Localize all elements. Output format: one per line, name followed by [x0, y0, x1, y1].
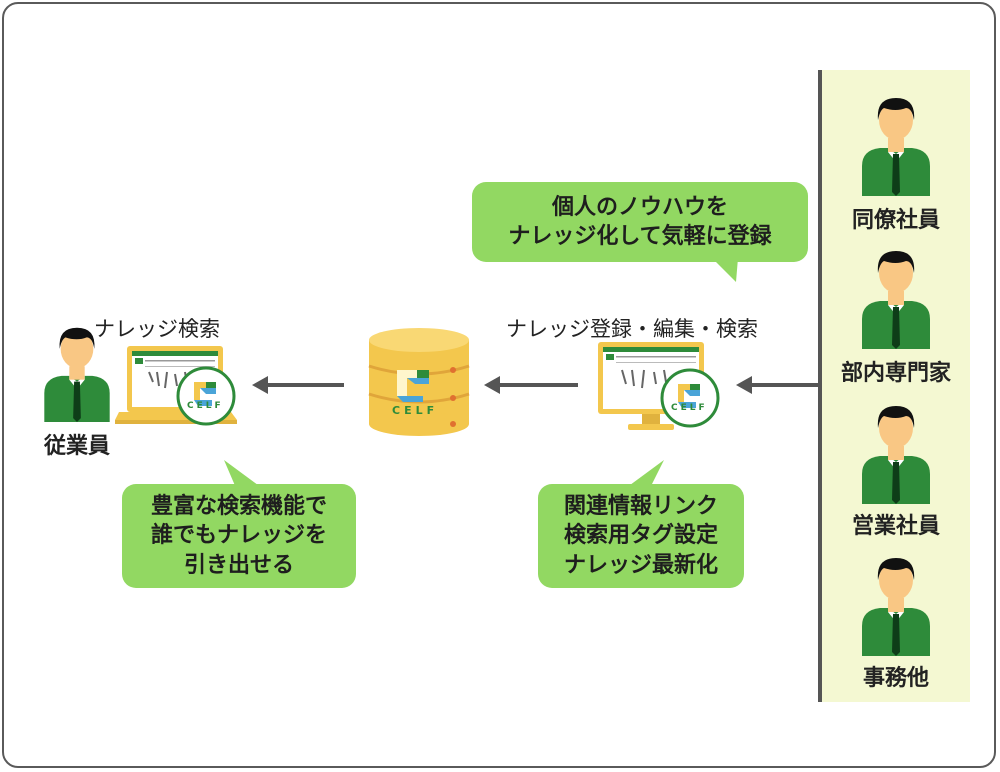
bubble-search-features: 豊富な検索機能で 誰でもナレッジを 引き出せる: [122, 484, 356, 588]
celf-logo-text-laptop: CELF: [187, 401, 224, 411]
arrow-monitor-to-db: [484, 376, 578, 394]
bubble-knowledge-management: 関連情報リンク 検索用タグ設定 ナレッジ最新化: [538, 484, 744, 588]
celf-logo-text-db: CELF: [392, 404, 439, 417]
arrow-staff-to-monitor: [736, 376, 818, 394]
staff-panel-divider: [818, 70, 822, 702]
bubble-left-line: 豊富な検索機能で: [150, 494, 327, 520]
bubble-top-line: ナレッジ化して気軽に登録: [508, 224, 772, 249]
staff-label-coworker: 同僚社員: [851, 208, 940, 233]
bubble-top-tail: [712, 258, 738, 282]
bubble-right-tail: [626, 460, 664, 488]
bubble-right-line: 検索用タグ設定: [563, 523, 718, 549]
person-icon-coworker: [862, 98, 930, 196]
bubble-left-line: 誰でもナレッジを: [150, 523, 327, 549]
employee-label: 従業員: [43, 434, 110, 459]
person-icon-employee: [44, 327, 110, 422]
person-icon-office: [862, 558, 930, 656]
bubble-right-line: 関連情報リンク: [563, 494, 718, 520]
staff-label-sales: 営業社員: [851, 514, 940, 539]
bubble-right-line: ナレッジ最新化: [563, 552, 718, 578]
bubble-left-tail: [224, 460, 262, 488]
celf-logo-icon: [176, 366, 236, 426]
register-label: ナレッジ登録・編集・検索: [506, 317, 758, 341]
celf-logo-text-monitor: CELF: [671, 403, 708, 413]
bubble-register-knowhow: 個人のノウハウを ナレッジ化して気軽に登録: [472, 182, 808, 262]
bubble-left-line: 引き出せる: [183, 552, 294, 578]
person-icon-expert: [862, 251, 930, 349]
arrow-db-to-laptop: [252, 376, 344, 394]
bubble-top-line: 個人のノウハウを: [551, 194, 728, 220]
search-label: ナレッジ検索: [94, 317, 220, 341]
celf-logo-icon-monitor: [660, 368, 720, 428]
staff-label-expert: 部内専門家: [840, 361, 951, 386]
staff-label-office: 事務他: [862, 666, 929, 691]
database-icon: [368, 328, 470, 436]
person-icon-sales: [862, 406, 930, 504]
